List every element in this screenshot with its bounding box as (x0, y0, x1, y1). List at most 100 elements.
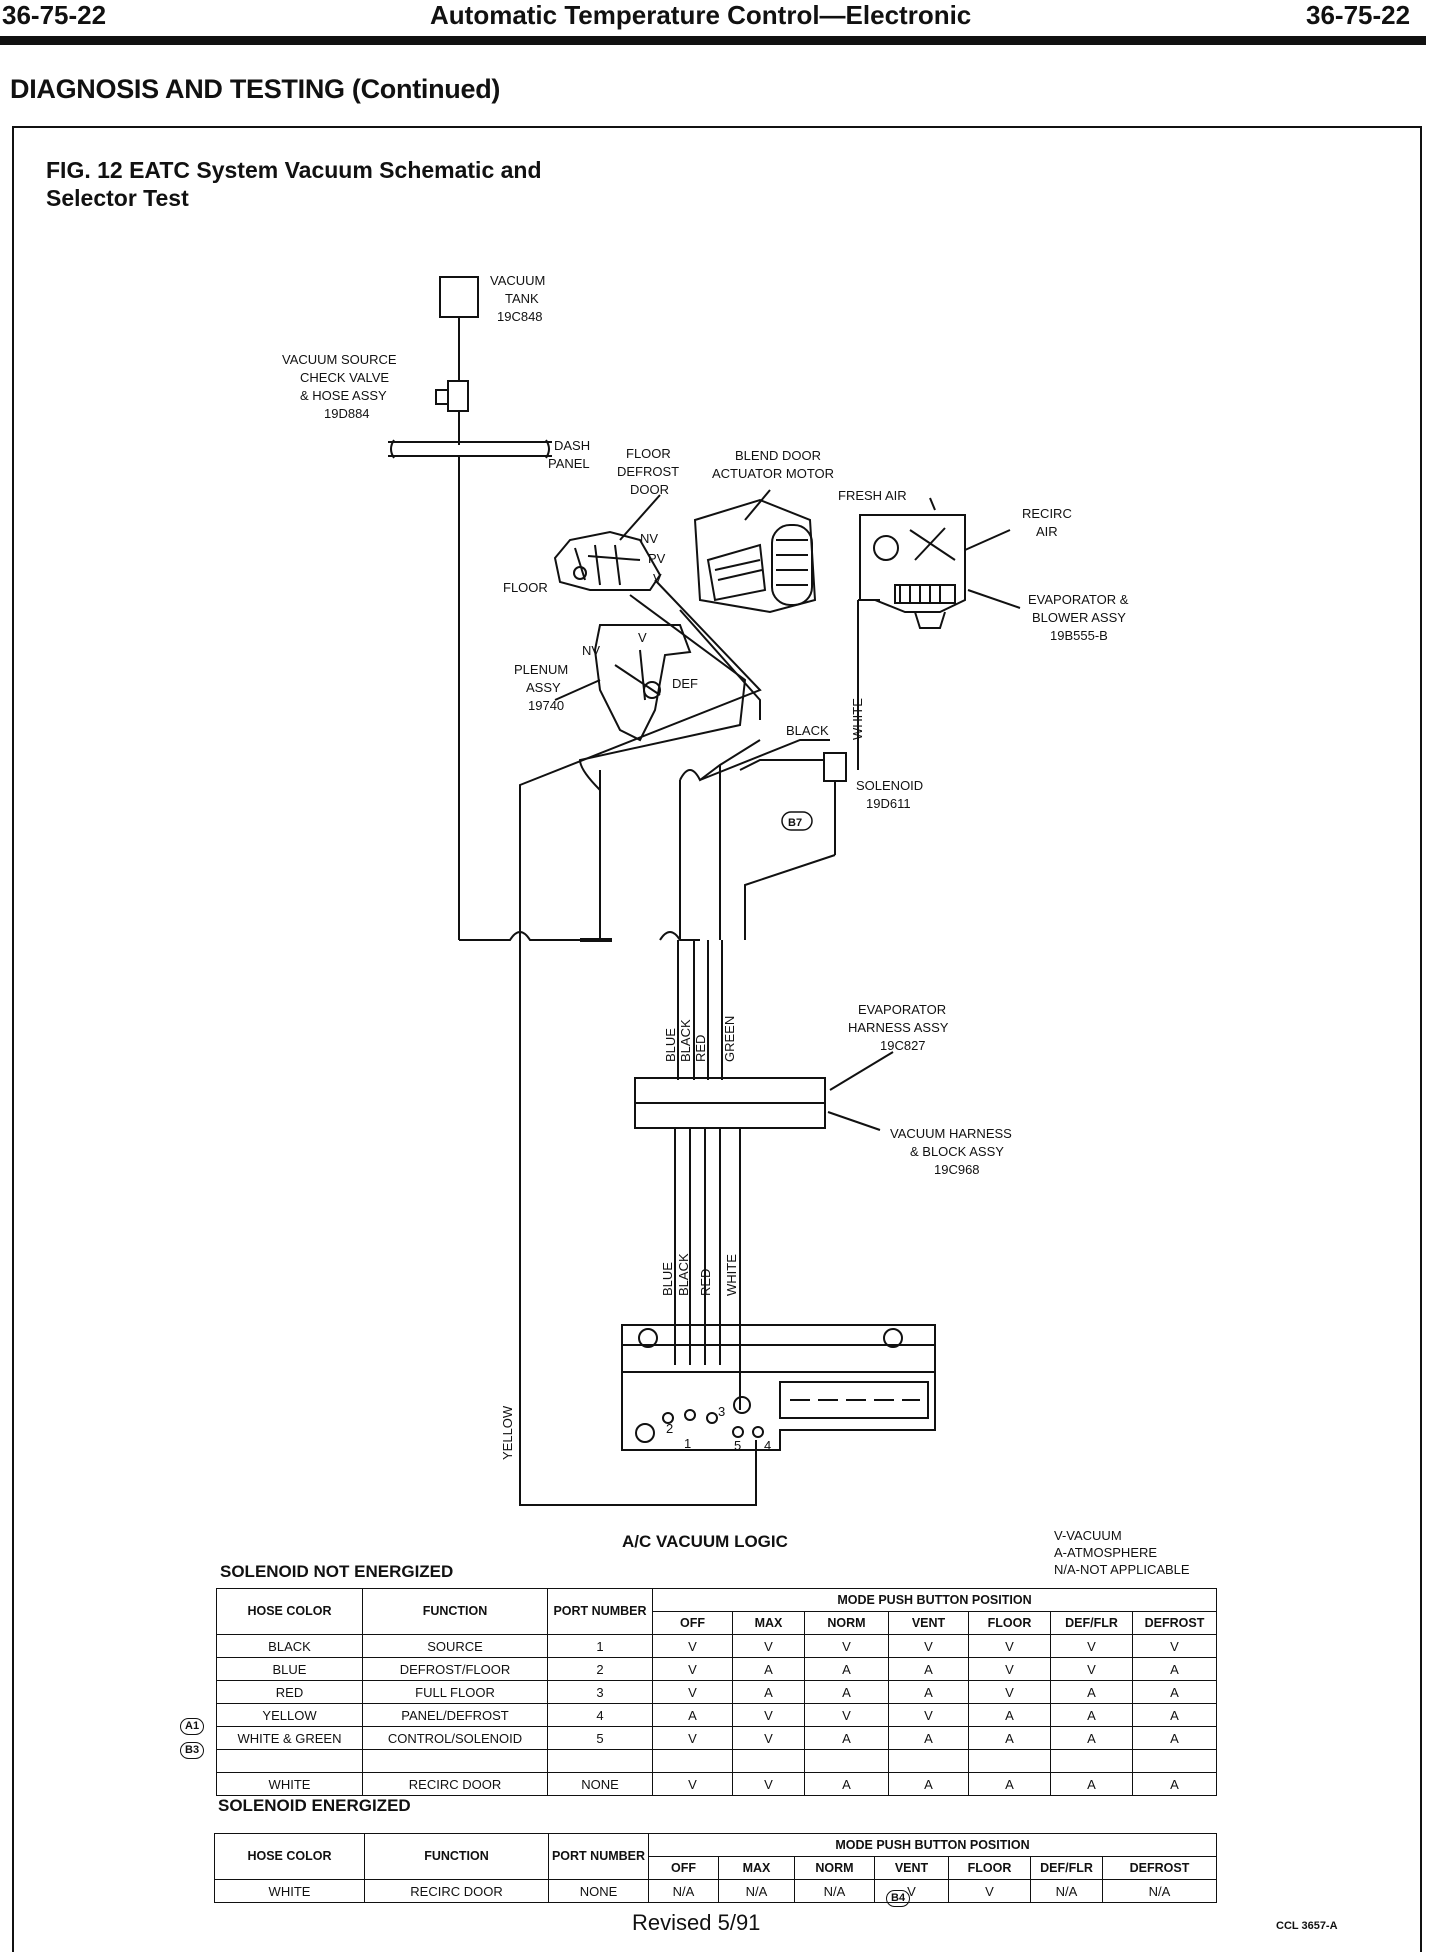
vacuum-tank-label-3: 19C848 (497, 309, 543, 324)
mode-value-cell: V (652, 1772, 733, 1796)
mode-max-header: MAX (732, 1611, 805, 1635)
hose-bottom-red: RED (698, 1269, 713, 1296)
nv-label-top: NV (640, 531, 658, 546)
solenoid-label-2: 19D611 (866, 796, 911, 811)
energized-mode-def-flr-header: DEF/FLR (1030, 1856, 1103, 1880)
hose-bottom-black: BLACK (676, 1253, 691, 1296)
function-cell: RECIRC DOOR (362, 1772, 548, 1796)
mode-value-cell (1050, 1749, 1133, 1773)
function-cell: RECIRC DOOR (364, 1879, 549, 1903)
mode-value-cell: V (804, 1634, 889, 1658)
port-number-cell: NONE (547, 1772, 653, 1796)
blend-door-label-1: BLEND DOOR (735, 448, 821, 463)
port-number-cell: 1 (547, 1634, 653, 1658)
evap-harness-label-2: HARNESS ASSY (848, 1020, 949, 1035)
mode-value-cell: A (888, 1726, 969, 1750)
vacuum-tank-label-1: VACUUM (490, 273, 545, 288)
energized-mode-off-header: OFF (648, 1856, 719, 1880)
energized-caption: SOLENOID ENERGIZED (218, 1796, 411, 1815)
mode-norm-header: NORM (804, 1611, 889, 1635)
hose-color-cell: BLACK (216, 1634, 363, 1658)
port-number-cell (547, 1749, 653, 1773)
mode-value-cell: V (1132, 1634, 1217, 1658)
mode-off-header: OFF (652, 1611, 733, 1635)
mode-value-cell: V (888, 1634, 969, 1658)
vac-harness-label-2: & BLOCK ASSY (910, 1144, 1004, 1159)
hose-color-cell: RED (216, 1680, 363, 1704)
mode-value-cell: V (968, 1680, 1051, 1704)
mode-value-cell: V (732, 1634, 805, 1658)
mode-floor-header: FLOOR (968, 1611, 1051, 1635)
check-valve-shape (447, 380, 469, 412)
check-valve-port (435, 389, 449, 405)
callout-b4: B4 (886, 1890, 911, 1907)
evaporator-blower-shape (859, 514, 966, 613)
function-cell (362, 1749, 548, 1773)
v-label-top: V (653, 571, 662, 586)
hose-top-black: BLACK (678, 1019, 693, 1062)
evaporator-blower-label-1: EVAPORATOR & (1028, 592, 1129, 607)
mode-value-cell (968, 1749, 1051, 1773)
page-number-left: 36-75-22 (2, 0, 107, 30)
legend: V-VACUUM A-ATMOSPHERE N/A-NOT APPLICABLE (1054, 1527, 1190, 1578)
floor-defrost-door-label-3: DOOR (630, 482, 669, 497)
mode-value-cell: V (948, 1879, 1031, 1903)
energized-mode-vent-header: VENT (874, 1856, 949, 1880)
mode-value-cell: A (732, 1657, 805, 1681)
mode-value-cell: A (804, 1680, 889, 1704)
recirc-air-label-2: AIR (1036, 524, 1058, 539)
mode-value-cell: N/A (1030, 1879, 1103, 1903)
callout-a1: A1 (180, 1718, 205, 1735)
port-label-3: 3 (718, 1404, 725, 1419)
pv-label: PV (648, 551, 666, 566)
mode-value-cell: A (1132, 1680, 1217, 1704)
mode-value-cell: A (804, 1657, 889, 1681)
section-title: DIAGNOSIS AND TESTING (Continued) (10, 74, 501, 104)
check-valve-label-4: 19D884 (324, 406, 370, 421)
blend-door-label-2: ACTUATOR MOTOR (712, 466, 834, 481)
mode-value-cell (804, 1749, 889, 1773)
revised-date: Revised 5/91 (632, 1910, 761, 1935)
dash-panel-label-1: DASH (554, 438, 590, 453)
mode-value-cell: V (652, 1726, 733, 1750)
figure-title: FIG. 12 EATC System Vacuum Schematic and… (46, 156, 646, 212)
check-valve-label-2: CHECK VALVE (300, 370, 389, 385)
dash-panel-label-2: PANEL (548, 456, 590, 471)
mode-value-cell: V (732, 1772, 805, 1796)
yellow-hose-label: YELLOW (500, 1405, 515, 1460)
blend-door-shape (693, 498, 817, 614)
svg-text:B7: B7 (788, 817, 802, 829)
hose-color-cell: WHITE & GREEN (216, 1726, 363, 1750)
port-number-cell: 2 (547, 1657, 653, 1681)
callout-b3: B3 (180, 1742, 205, 1759)
port-label-5: 5 (734, 1438, 741, 1453)
hose-color-cell: WHITE (214, 1879, 365, 1903)
hose-bottom-blue: BLUE (660, 1262, 675, 1296)
ac-vacuum-logic-title: A/C VACUUM LOGIC (622, 1532, 788, 1551)
mode-value-cell: V (1050, 1634, 1133, 1658)
floor-defrost-door-label-2: DEFROST (617, 464, 679, 479)
mode-value-cell: A (968, 1772, 1051, 1796)
hose-bottom-white: WHITE (724, 1254, 739, 1296)
mode-value-cell: A (888, 1772, 969, 1796)
evap-harness-label-3: 19C827 (880, 1038, 926, 1053)
mode-value-cell: A (804, 1772, 889, 1796)
mode-value-cell: A (1050, 1703, 1133, 1727)
hose-color-header: HOSE COLOR (216, 1588, 363, 1635)
mode-value-cell (732, 1749, 805, 1773)
mode-value-cell: N/A (1102, 1879, 1217, 1903)
recirc-air-label-1: RECIRC (1022, 506, 1072, 521)
port-number-cell: 3 (547, 1680, 653, 1704)
figure-title-line1: FIG. 12 EATC System Vacuum Schematic and (46, 157, 542, 183)
solenoid-label-1: SOLENOID (856, 778, 923, 793)
nv-label-plenum: NV (582, 643, 600, 658)
figure-code: CCL 3657-A (1276, 1920, 1338, 1932)
mode-value-cell: V (968, 1634, 1051, 1658)
vac-harness-label-3: 19C968 (934, 1162, 980, 1177)
not-energized-caption: SOLENOID NOT ENERGIZED (220, 1562, 454, 1581)
